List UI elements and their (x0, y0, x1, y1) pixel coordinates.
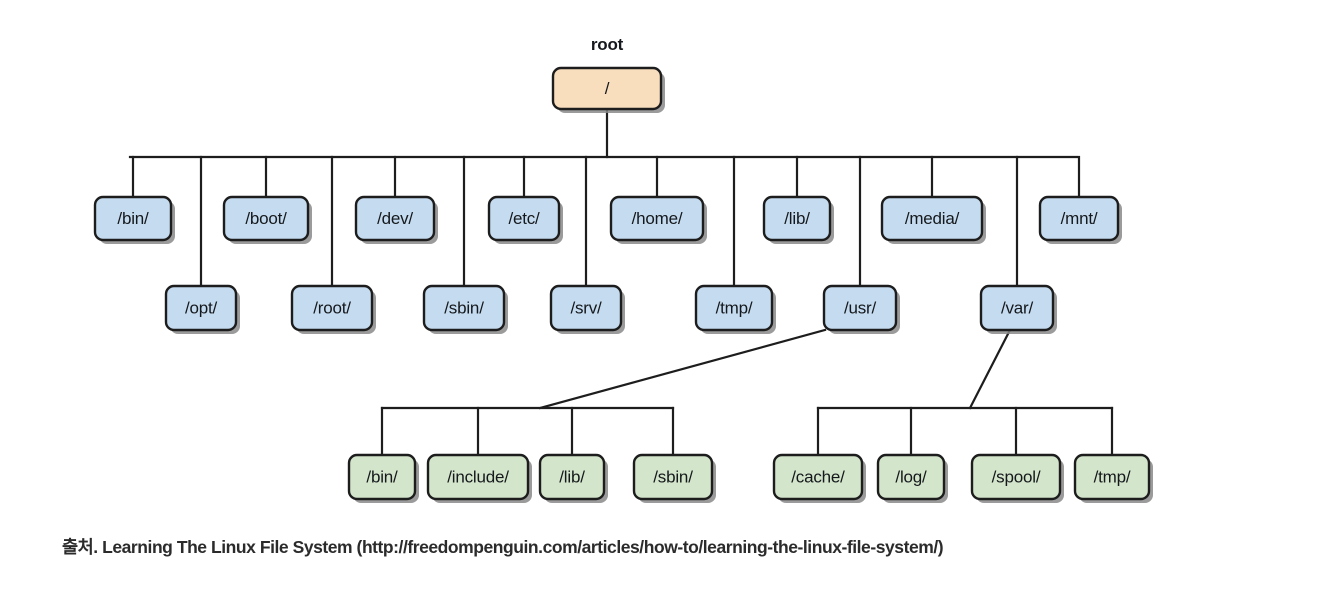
var-diagonal (968, 328, 1012, 410)
node-usr-include[interactable]: /include/ (426, 453, 532, 503)
node-mnt-label: /mnt/ (1061, 209, 1098, 228)
node-mnt[interactable]: /mnt/ (1038, 195, 1122, 244)
node-boot-rect[interactable] (222, 195, 310, 242)
node-root[interactable]: / (551, 66, 665, 113)
node-var[interactable]: /var/ (979, 284, 1057, 334)
node-var-log[interactable]: /log/ (876, 453, 948, 503)
source-attribution: 출처. Learning The Linux File System (http… (62, 537, 944, 557)
node-usr-lib[interactable]: /lib/ (538, 453, 608, 503)
node-usr[interactable]: /usr/ (822, 284, 900, 334)
node-var-label: /var/ (1001, 298, 1034, 317)
node-var-rect[interactable] (979, 284, 1055, 332)
node-media-label: /media/ (905, 209, 960, 228)
node-var-cache[interactable]: /cache/ (772, 453, 866, 503)
node-tmp-rect[interactable] (694, 284, 774, 332)
node-bin-rect[interactable] (93, 195, 173, 242)
node-root-label: / (605, 79, 610, 98)
node-var-cache-rect[interactable] (772, 453, 864, 501)
node-usr-sbin-rect[interactable] (632, 453, 714, 501)
node-bin-label: /bin/ (117, 209, 149, 228)
node-var-spool-rect[interactable] (970, 453, 1062, 501)
node-var-tmp[interactable]: /tmp/ (1073, 453, 1153, 503)
node-bin[interactable]: /bin/ (93, 195, 175, 244)
node-sbin[interactable]: /sbin/ (422, 284, 508, 334)
node-usr-bin[interactable]: /bin/ (347, 453, 419, 503)
node-var-spool[interactable]: /spool/ (970, 453, 1064, 503)
node-tmp-label: /tmp/ (716, 298, 753, 317)
node-usr-include-rect[interactable] (426, 453, 530, 501)
node-opt-label: /opt/ (185, 298, 218, 317)
node-lib-label: /lib/ (784, 209, 810, 228)
node-home-label: /home/ (632, 209, 683, 228)
node-home-rect[interactable] (609, 195, 705, 242)
node-media-rect[interactable] (880, 195, 984, 242)
node-var-cache-label: /cache/ (791, 467, 845, 486)
node-srv-rect[interactable] (549, 284, 623, 332)
node-home[interactable]: /home/ (609, 195, 707, 244)
node-usr-bin-label: /bin/ (366, 467, 398, 486)
node-lib[interactable]: /lib/ (762, 195, 834, 244)
root-caption-label: root (591, 35, 624, 54)
usr-diagonal (538, 328, 827, 410)
node-root-label: /root/ (313, 298, 351, 317)
node-root[interactable]: /root/ (290, 284, 376, 334)
node-var-log-rect[interactable] (876, 453, 946, 501)
node-lib-rect[interactable] (762, 195, 832, 242)
node-var-tmp-rect[interactable] (1073, 453, 1151, 501)
node-media[interactable]: /media/ (880, 195, 986, 244)
node-root-rect[interactable] (551, 66, 663, 111)
node-opt-rect[interactable] (164, 284, 238, 332)
node-dev-rect[interactable] (354, 195, 436, 242)
node-usr-sbin[interactable]: /sbin/ (632, 453, 716, 503)
node-usr-include-label: /include/ (447, 467, 509, 486)
node-root-rect[interactable] (290, 284, 374, 332)
node-usr-lib-label: /lib/ (559, 467, 585, 486)
node-usr-lib-rect[interactable] (538, 453, 606, 501)
node-usr-label: /usr/ (844, 298, 877, 317)
node-etc-rect[interactable] (487, 195, 561, 242)
node-usr-rect[interactable] (822, 284, 898, 332)
node-tmp[interactable]: /tmp/ (694, 284, 776, 334)
node-opt[interactable]: /opt/ (164, 284, 240, 334)
node-etc-label: /etc/ (508, 209, 540, 228)
node-dev-label: /dev/ (377, 209, 413, 228)
node-usr-bin-rect[interactable] (347, 453, 417, 501)
node-var-tmp-label: /tmp/ (1094, 467, 1131, 486)
node-mnt-rect[interactable] (1038, 195, 1120, 242)
node-usr-sbin-label: /sbin/ (653, 467, 693, 486)
node-dev[interactable]: /dev/ (354, 195, 438, 244)
node-sbin-label: /sbin/ (444, 298, 484, 317)
node-etc[interactable]: /etc/ (487, 195, 563, 244)
node-srv[interactable]: /srv/ (549, 284, 625, 334)
node-sbin-rect[interactable] (422, 284, 506, 332)
node-var-log-label: /log/ (895, 467, 927, 486)
node-boot[interactable]: /boot/ (222, 195, 312, 244)
node-var-spool-label: /spool/ (992, 467, 1041, 486)
node-boot-label: /boot/ (245, 209, 287, 228)
node-srv-label: /srv/ (570, 298, 602, 317)
